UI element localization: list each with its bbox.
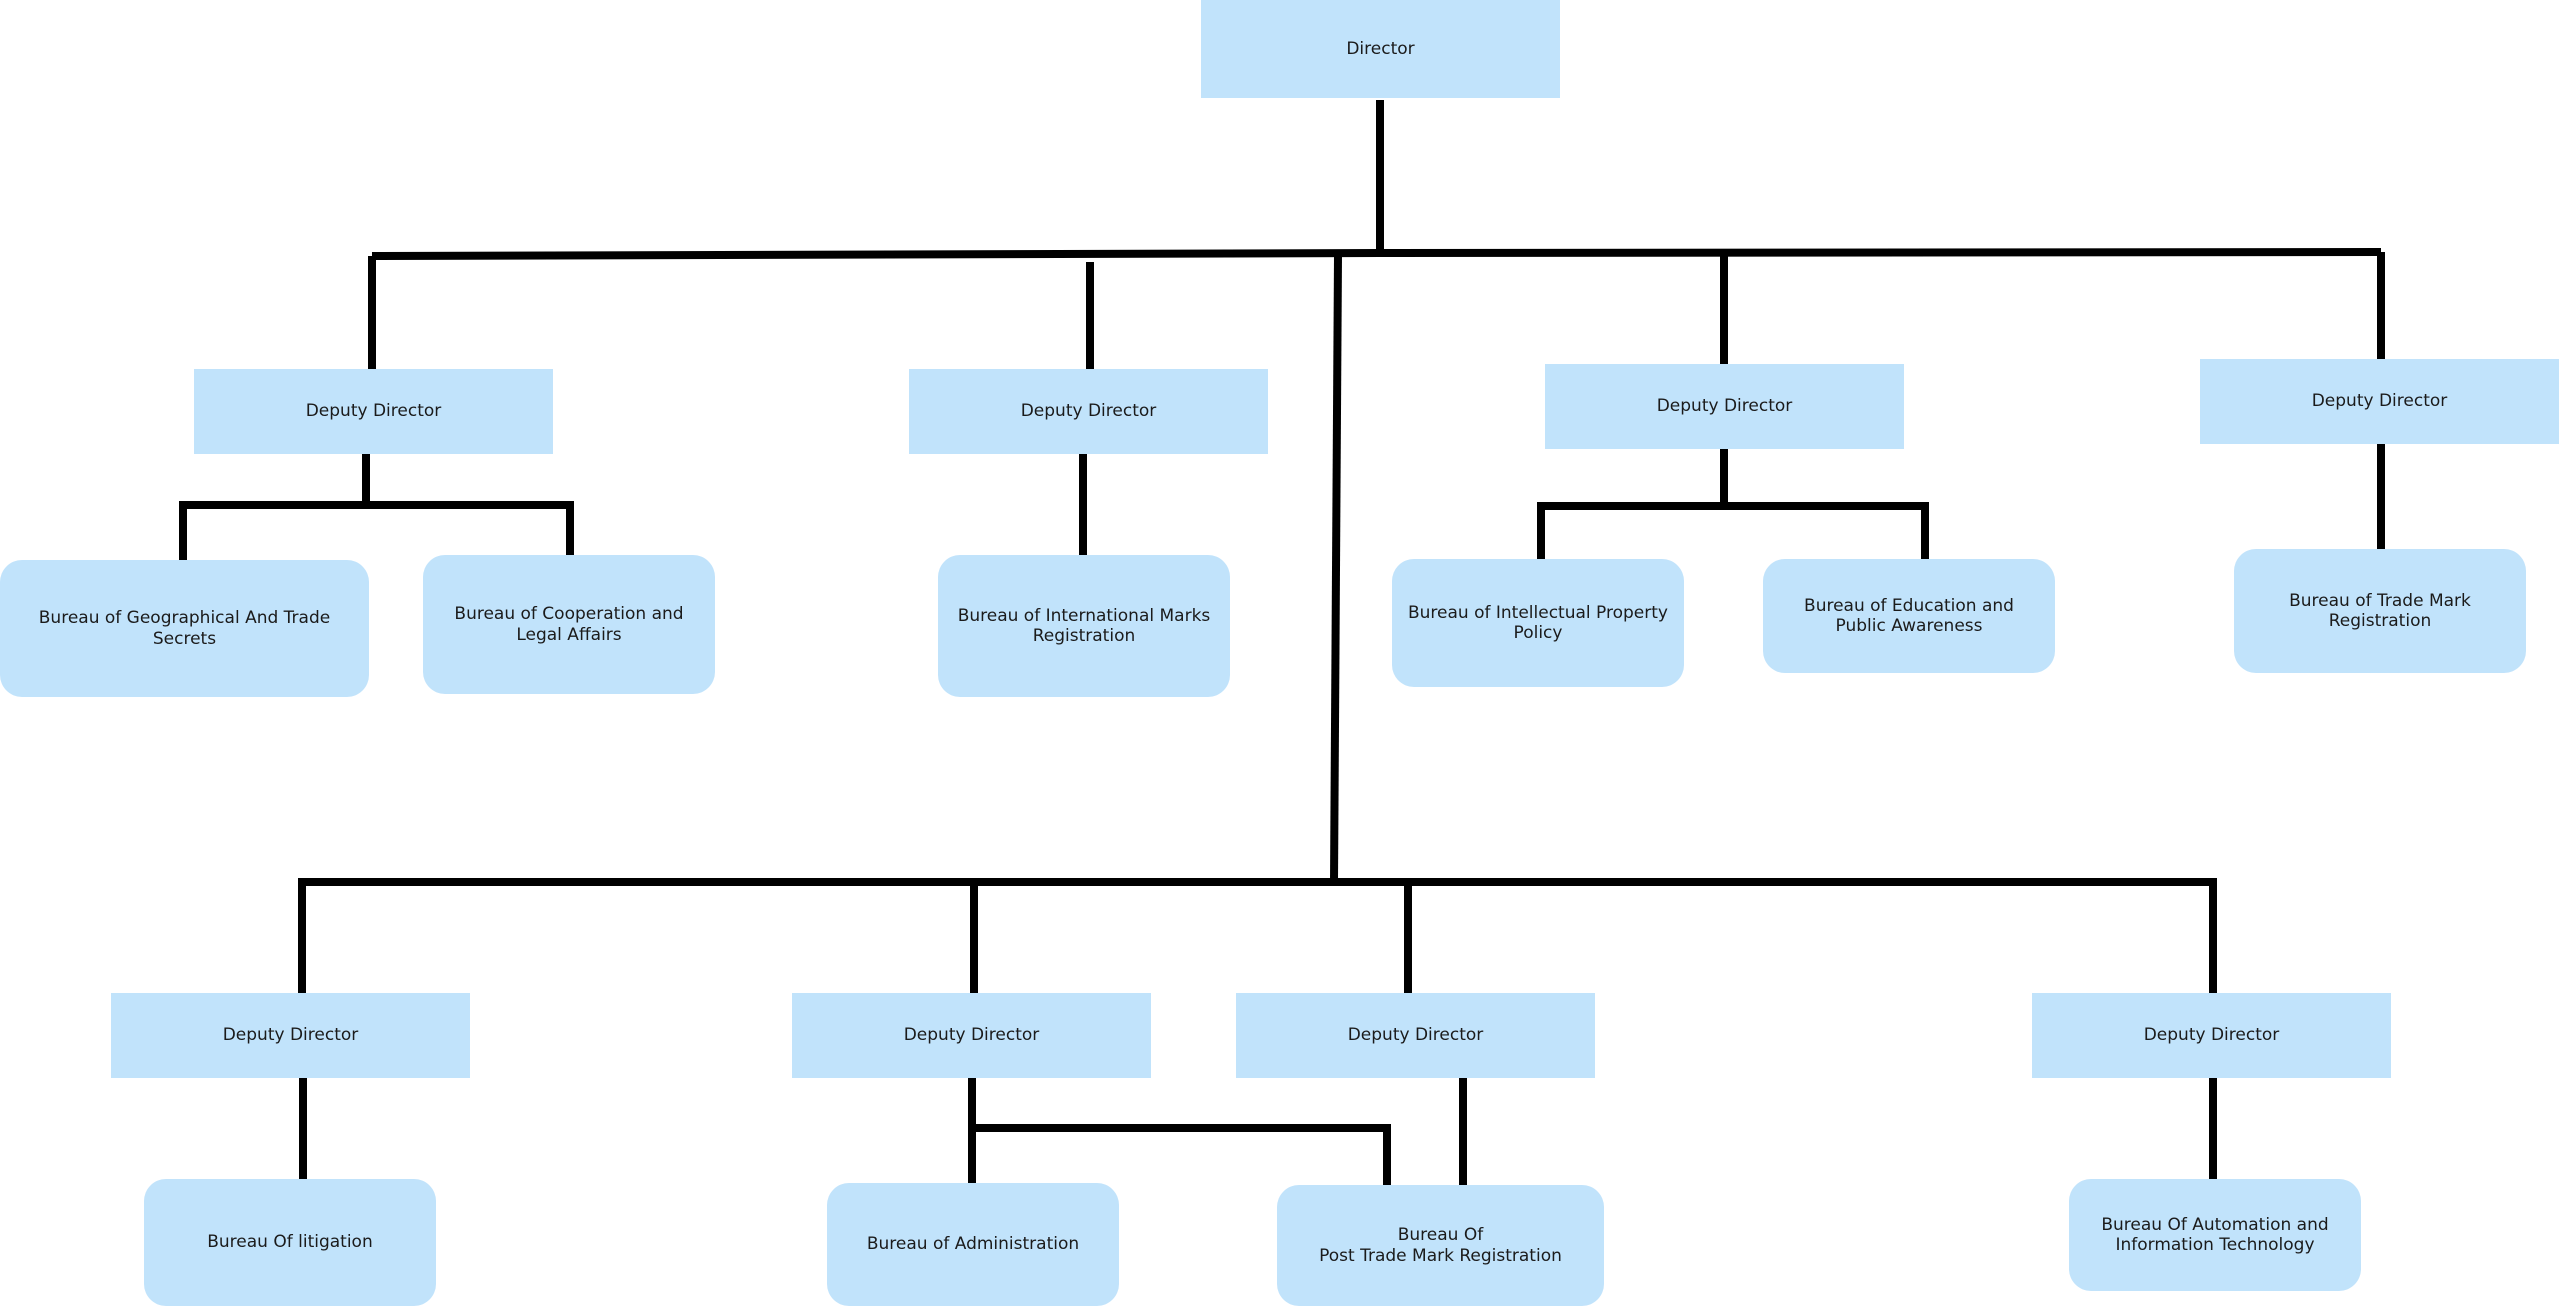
bureau-trade-mark-box: Bureau of Trade Mark Registration — [2234, 549, 2526, 673]
deputy-director-label: Deputy Director — [222, 1025, 359, 1046]
bureau-label: Bureau of Administration — [866, 1234, 1080, 1255]
bureau-automation-box: Bureau Of Automation and Information Tec… — [2069, 1179, 2361, 1291]
deputy-director-box-1: Deputy Director — [194, 369, 553, 454]
deputy-director-label: Deputy Director — [1020, 401, 1157, 422]
bureau-geographical-box: Bureau of Geographical And Trade Secrets — [0, 560, 369, 697]
bureau-label: Bureau Of Automation and Information Tec… — [2101, 1214, 2329, 1255]
bureau-international-marks-box: Bureau of International Marks Registrati… — [938, 555, 1230, 697]
deputy-director-label: Deputy Director — [1656, 396, 1793, 417]
bureau-cooperation-box: Bureau of Cooperation and Legal Affairs — [423, 555, 715, 694]
deputy-director-label: Deputy Director — [903, 1025, 1040, 1046]
bureau-ip-policy-box: Bureau of Intellectual Property Policy — [1392, 559, 1684, 687]
bureau-label: Bureau of Intellectual Property Policy — [1408, 602, 1668, 643]
bureau-administration-box: Bureau of Administration — [827, 1183, 1119, 1306]
deputy-director-label: Deputy Director — [305, 401, 442, 422]
bureau-label: Bureau Of litigation — [207, 1232, 373, 1253]
bureau-label: Bureau Of Post Trade Mark Registration — [1319, 1225, 1562, 1266]
connector-deputy-1-bus — [179, 501, 574, 561]
connector-lower-bus — [298, 878, 2217, 994]
deputy-director-box-8: Deputy Director — [2032, 993, 2391, 1078]
connector-top-bus — [371, 248, 2382, 260]
deputy-director-box-3: Deputy Director — [1545, 364, 1904, 449]
deputy-director-box-4: Deputy Director — [2200, 359, 2559, 444]
connector-deputy-3-bus — [1537, 502, 1929, 560]
bureau-education-box: Bureau of Education and Public Awareness — [1763, 559, 2055, 673]
bureau-label: Bureau of International Marks Registrati… — [957, 605, 1211, 646]
connector-central-trunk — [1330, 255, 1342, 883]
deputy-director-box-2: Deputy Director — [909, 369, 1268, 454]
director-label: Director — [1346, 38, 1415, 59]
deputy-director-box-6: Deputy Director — [792, 993, 1151, 1078]
bureau-label: Bureau of Cooperation and Legal Affairs — [454, 604, 684, 645]
connector-deputy-6-branch — [972, 1124, 1391, 1186]
deputy-director-box-5: Deputy Director — [111, 993, 470, 1078]
deputy-director-box-7: Deputy Director — [1236, 993, 1595, 1078]
bureau-label: Bureau of Geographical And Trade Secrets — [38, 608, 331, 649]
bureau-litigation-box: Bureau Of litigation — [144, 1179, 436, 1306]
bureau-label: Bureau of Education and Public Awareness — [1804, 595, 2014, 636]
deputy-director-label: Deputy Director — [2143, 1025, 2280, 1046]
bureau-post-trade-mark-box: Bureau Of Post Trade Mark Registration — [1277, 1185, 1604, 1306]
deputy-director-label: Deputy Director — [2311, 391, 2448, 412]
deputy-director-label: Deputy Director — [1347, 1025, 1484, 1046]
bureau-label: Bureau of Trade Mark Registration — [2289, 590, 2471, 631]
director-box: Director — [1201, 0, 1560, 98]
